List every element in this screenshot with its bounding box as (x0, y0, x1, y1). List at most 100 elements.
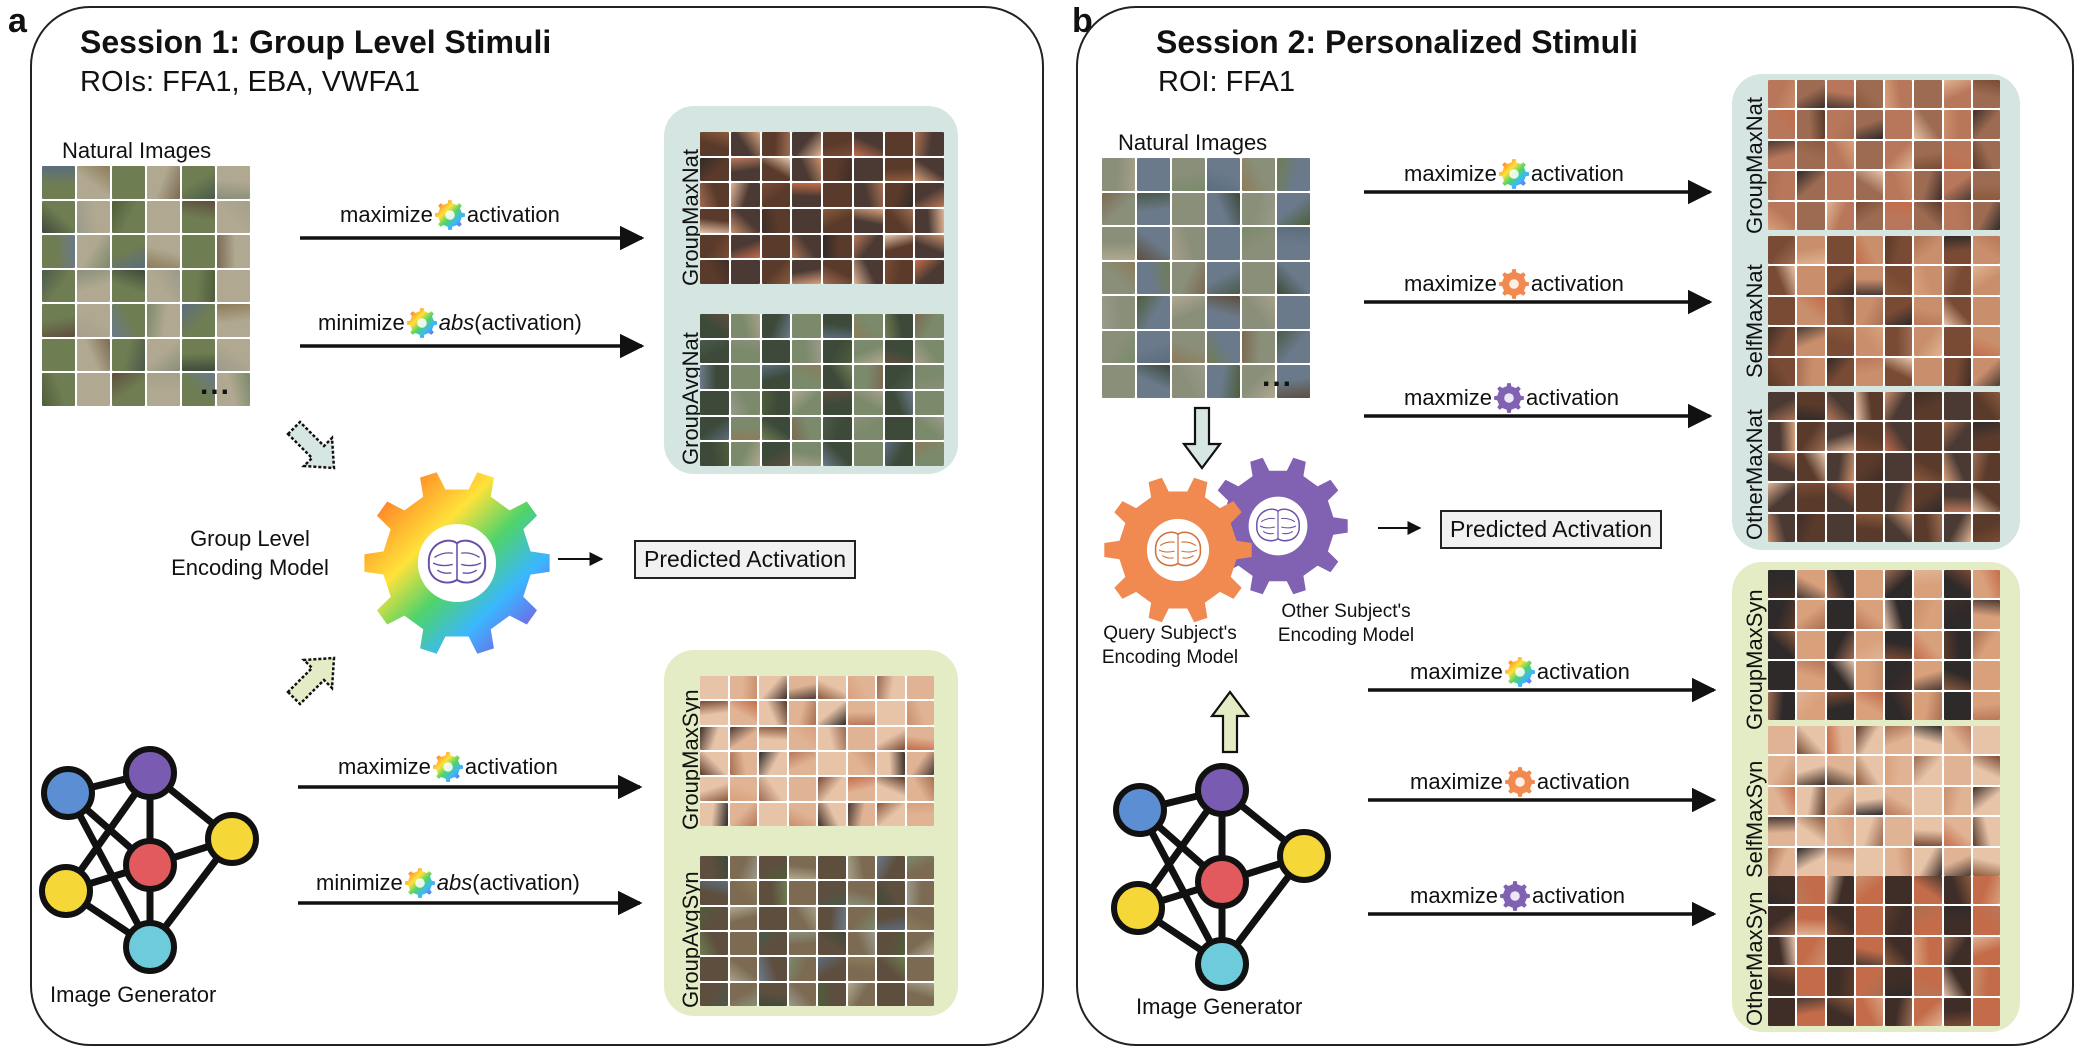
thumbnail-image (1826, 452, 1854, 482)
thumbnail-image (1972, 110, 2000, 139)
thumbnail-image (1137, 261, 1170, 295)
thumbnail-image (906, 982, 934, 1006)
thumbnail-image (915, 234, 944, 259)
thumbnail-image (823, 365, 852, 389)
generator-label-b: Image Generator (1136, 994, 1303, 1019)
thumbnail-image (1972, 817, 2000, 846)
thumbnail-image (906, 906, 934, 930)
thumbnail-image (1277, 330, 1310, 364)
thumbnail-image (42, 200, 75, 234)
thumbnail-image (1207, 261, 1240, 295)
thumbnail-image (700, 339, 729, 364)
thumbnail-image (1768, 201, 1796, 230)
thumbnail-image (1797, 422, 1825, 451)
thumbnail-image (1943, 756, 1971, 785)
thumbnail-image (915, 442, 944, 466)
thumbnail-image (1885, 110, 1913, 139)
thumbnail-image (700, 234, 729, 259)
thumbnail-image (1943, 570, 1971, 599)
thumbnail-image (1826, 570, 1854, 599)
thumbnail-image (761, 390, 791, 415)
thumbnail-image (915, 339, 944, 364)
thumbnail-image (1943, 817, 1971, 846)
thumbnail-image (906, 802, 934, 826)
thumbnail-image (1826, 422, 1854, 451)
thumbnail-image (847, 701, 875, 725)
thumbnail-image (759, 752, 787, 776)
thumbnail-image (847, 726, 875, 750)
thumbnail-image (853, 183, 883, 207)
thumbnail-image (1914, 357, 1942, 386)
thumbnail-image (1855, 296, 1883, 326)
thumbnail-image (1768, 327, 1796, 356)
arrow-label-pre: minimize (316, 870, 403, 895)
thumbnail-image (1207, 227, 1240, 260)
thumbnail-image (700, 390, 729, 415)
thumbnail-image (1914, 906, 1942, 935)
thumbnail-image (1797, 110, 1825, 139)
thumbnail-image (1885, 570, 1913, 599)
thumbnail-image (182, 269, 215, 303)
thumbnail-image (761, 339, 791, 364)
thumbnail-image (217, 269, 250, 303)
thumbnail-image (1885, 630, 1913, 660)
thumbnail-image (1242, 365, 1275, 398)
thumbnail-image (112, 269, 145, 303)
arrow-b-group-max-nat (1364, 179, 1713, 205)
thumbnail-image (823, 157, 852, 182)
thumbnail-image (1768, 422, 1796, 451)
arrow-group-avg-syn (298, 890, 643, 916)
thumbnail-image (147, 373, 180, 406)
natural-images-label-b: Natural Images (1118, 130, 1268, 155)
thumbnail-image (1972, 570, 2000, 599)
thumbnail-image (729, 957, 757, 981)
thumbnail-image (1797, 997, 1825, 1026)
thumbnail-image (1855, 570, 1883, 599)
query-subject-gear-icon (1104, 476, 1252, 624)
thumbnail-image (761, 416, 791, 441)
thumbnail-image (759, 726, 787, 750)
thumbnail-image (1943, 236, 1971, 265)
thumbnail-image (730, 157, 760, 182)
thumbnail-image (1972, 661, 2000, 690)
thumbnail-image (1768, 936, 1796, 966)
thumbnail-image (1855, 756, 1883, 785)
thumbnail-image (1972, 80, 2000, 109)
thumbnail-image (1855, 80, 1883, 109)
thumbnail-image (877, 802, 905, 826)
thumbnail-image (884, 208, 914, 233)
thumbnail-image (1885, 967, 1913, 996)
thumbnail-image (729, 777, 757, 801)
thumbnail-image (217, 200, 250, 234)
thumbnail-image (1914, 236, 1942, 265)
thumbnail-image (700, 314, 729, 338)
thumbnail-image (1914, 266, 1942, 295)
thumbnail-image (1972, 786, 2000, 816)
thumbnail-image (884, 314, 914, 338)
thumbnail-image (1855, 357, 1883, 386)
thumbnail-image (1826, 327, 1854, 356)
thumbnail-image (1826, 691, 1854, 720)
arrow-group-avg-nat (300, 333, 645, 359)
thumbnail-image (906, 932, 934, 956)
thumbnail-image (915, 260, 944, 284)
thumbnail-image (42, 338, 75, 372)
thumbnail-image (853, 208, 883, 233)
thumbnail-image (1768, 140, 1796, 170)
thumbnail-image (1914, 786, 1942, 816)
thumbnail-image (1137, 296, 1170, 329)
thumbnail-image (1914, 600, 1942, 629)
thumbnail-image (847, 752, 875, 776)
thumbnail-image (1855, 110, 1883, 139)
thumbnail-image (1797, 483, 1825, 512)
thumbnail-image (1797, 171, 1825, 200)
arrow-label-italic: abs (438, 310, 475, 335)
thumbnail-image (1826, 817, 1854, 846)
thumbnail-image (1768, 906, 1796, 935)
group-max-syn-grid (700, 676, 934, 826)
thumbnail-image (1797, 630, 1825, 660)
label-group-max-syn: maximize activation (338, 752, 558, 782)
thumbnail-image (1885, 327, 1913, 356)
thumbnail-image (1172, 158, 1205, 191)
